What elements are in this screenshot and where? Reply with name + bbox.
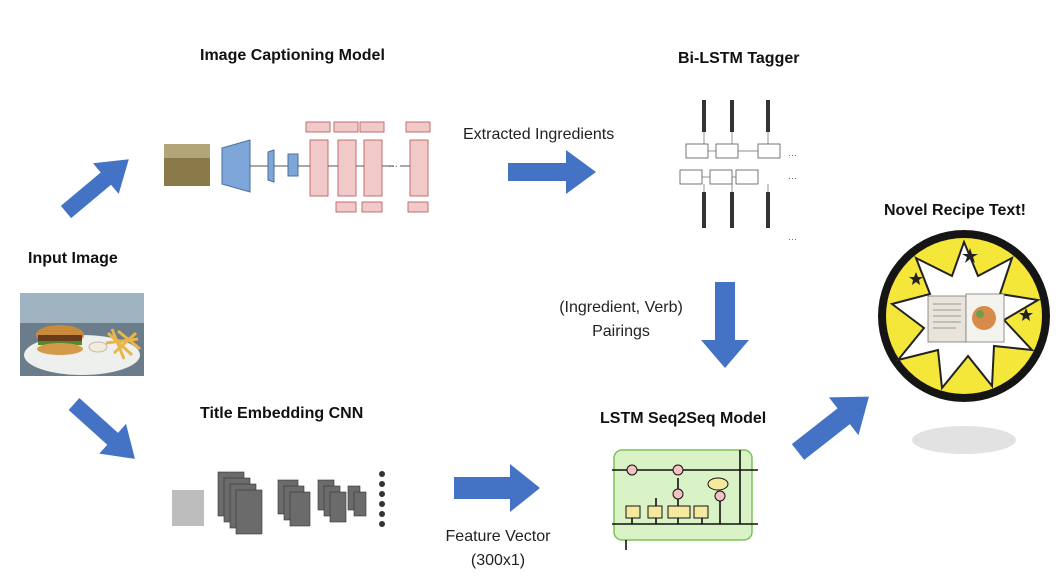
svg-text:···: ··· — [788, 234, 797, 244]
input-food-photo — [20, 293, 144, 376]
bilstm-tagger-diagram: ··· ··· ··· — [679, 100, 797, 244]
image-captioning-diagram: ··· — [164, 121, 431, 213]
feature-vector-label-line2: (300x1) — [470, 552, 526, 569]
arrow-input-to-embedding — [68, 398, 135, 459]
lstm-seq2seq-title: LSTM Seq2Seq Model — [600, 410, 767, 427]
recipe-book-icon — [927, 293, 1005, 343]
arrow-tagger-to-seq2seq — [701, 282, 749, 368]
svg-text:···: ··· — [388, 161, 398, 172]
novel-recipe-badge — [878, 230, 1050, 454]
image-captioning-title: Image Captioning Model — [200, 47, 385, 64]
title-embedding-diagram — [172, 471, 385, 535]
input-image-title: Input Image — [28, 250, 118, 267]
svg-text:···: ··· — [788, 173, 797, 183]
feature-vector-label-line1: Feature Vector — [445, 528, 551, 545]
arrow-embedding-to-seq2seq — [454, 464, 540, 512]
svg-text:···: ··· — [788, 150, 797, 160]
feature-vector-label: Feature Vector (300x1) — [436, 525, 560, 573]
arrow-seq2seq-to-recipe — [791, 396, 869, 460]
pairings-label-line1: (Ingredient, Verb) — [559, 299, 683, 316]
arrow-input-to-captioning — [60, 159, 129, 219]
arrow-captioning-to-tagger — [508, 150, 596, 194]
pairings-label-line2: Pairings — [592, 323, 650, 340]
lstm-seq2seq-diagram — [612, 449, 758, 550]
pairings-label: (Ingredient, Verb) Pairings — [546, 296, 696, 344]
novel-recipe-title: Novel Recipe Text! — [884, 202, 1026, 219]
extracted-ingredients-label: Extracted Ingredients — [463, 126, 615, 143]
title-embedding-title: Title Embedding CNN — [200, 405, 364, 422]
bilstm-tagger-title: Bi-LSTM Tagger — [678, 50, 800, 67]
